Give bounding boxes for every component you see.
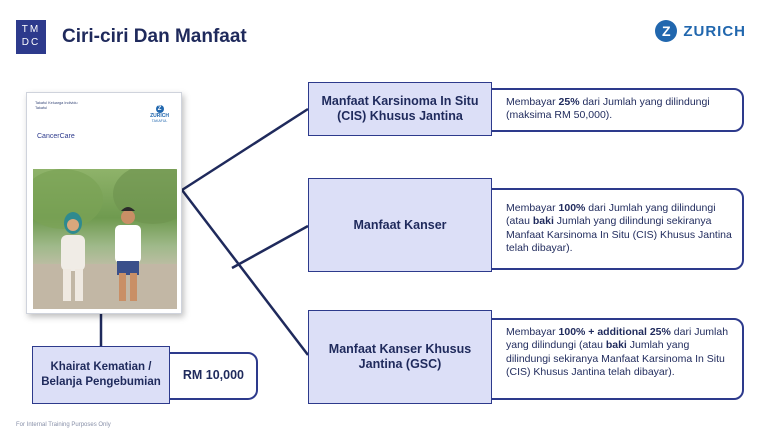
tmdc-logo-line2: DC [21, 37, 41, 48]
brochure-small-text: Takaful Keluarga Individu Takaful [35, 101, 77, 111]
brochure-logo-sub: TAKAFUL [151, 119, 168, 123]
connector-line [231, 224, 309, 270]
funeral-label: Khairat Kematian / Belanja Pengebumian [32, 346, 170, 404]
desc-segment: dari Jumlah yang dilindungi (maksima RM … [506, 96, 710, 122]
desc-bold-segment: 100% [558, 202, 586, 214]
desc-segment: Jumlah yang dilindungi sekiranya Manfaat… [506, 339, 725, 378]
zurich-wordmark: ZURICH [683, 22, 746, 40]
benefit-desc-text: Membayar 25% dari Jumlah yang dilindungi… [490, 96, 734, 123]
benefit-cis-header: Manfaat Karsinoma In Situ (CIS) Khusus J… [308, 82, 492, 136]
desc-segment: Jumlah yang dilindungi sekiranya Manfaat… [506, 215, 732, 254]
brochure-product-name: CancerCare [37, 133, 75, 140]
desc-bold-segment: 25% [558, 96, 580, 108]
benefit-desc-text: Membayar 100% dari Jumlah yang dilindung… [490, 196, 734, 255]
funeral-amount: RM 10,000 [182, 368, 244, 383]
tmdc-logo-line1: TM [21, 24, 41, 35]
tmdc-logo: TM DC [16, 20, 46, 54]
desc-bold-segment: baki [532, 215, 554, 228]
benefit-desc-text: Membayar 100% + additional 25% dari Juml… [490, 326, 734, 379]
brochure-small-text-2: Takaful [35, 106, 48, 110]
page-title: Ciri-ciri Dan Manfaat [62, 26, 247, 47]
desc-bold-segment: baki [605, 339, 627, 352]
brochure-small-text-1: Takaful Keluarga Individu [35, 101, 78, 105]
footer-note: For Internal Training Purposes Only [16, 422, 111, 428]
brochure-photo [33, 169, 177, 309]
desc-segment: Membayar [506, 202, 559, 214]
brochure-zurich-icon: Z [155, 105, 164, 113]
connector-line [181, 107, 309, 192]
zurich-mark-icon: Z [655, 20, 678, 42]
brochure-logo: Z ZURICH TAKAFUL [150, 105, 169, 123]
connector-line [181, 189, 309, 356]
benefit-gsc-header: Manfaat Kanser Khusus Jantina (GSC) [308, 310, 492, 404]
brochure-cover: Takaful Keluarga Individu Takaful Z ZURI… [26, 92, 182, 314]
benefit-cis-desc: Membayar 25% dari Jumlah yang dilindungi… [480, 88, 744, 132]
benefit-gsc-desc: Membayar 100% + additional 25% dari Juml… [480, 318, 744, 400]
joggers-illustration [33, 169, 177, 309]
desc-segment: dari Jumlah yang dilindungi (atau [506, 326, 729, 352]
desc-segment: Membayar [506, 96, 559, 108]
benefit-cancer-desc: Membayar 100% dari Jumlah yang dilindung… [480, 188, 744, 270]
zurich-logo: Z ZURICH [655, 20, 746, 42]
desc-segment: dari Jumlah yang dilindungi (atau [506, 202, 716, 228]
benefit-cancer-header: Manfaat Kanser [308, 178, 492, 272]
desc-bold-segment: 100% + additional 25% [558, 326, 671, 338]
desc-segment: Membayar [506, 326, 559, 338]
brochure-logo-word: ZURICH [150, 113, 169, 119]
